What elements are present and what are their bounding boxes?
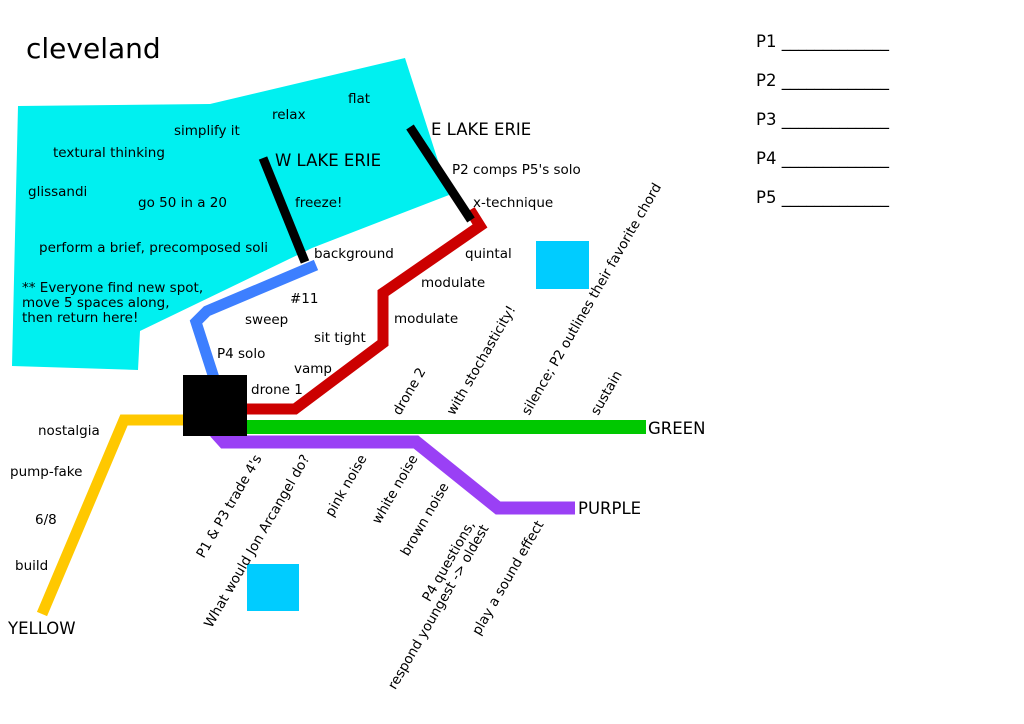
- central-hub-station: [183, 375, 247, 436]
- stop-sustain: sustain: [588, 368, 626, 418]
- stop-glissandi: glissandi: [28, 184, 87, 200]
- stop-relax: relax: [272, 107, 306, 123]
- stop-drone-1: drone 1: [251, 382, 303, 398]
- stop-6-8: 6/8: [35, 512, 57, 528]
- stop-everyone-3: then return here!: [22, 310, 138, 326]
- w-lake-erie-label: W LAKE ERIE: [275, 151, 381, 170]
- lake-erie-region: [12, 58, 449, 370]
- stop-perform: perform a brief, precomposed soli: [39, 240, 268, 256]
- stop-everyone-2: move 5 spaces along,: [22, 295, 170, 311]
- stop-pump-fake: pump-fake: [10, 464, 82, 480]
- stop-simplify: simplify it: [174, 123, 240, 139]
- purple-line: [210, 427, 575, 515]
- e-lake-erie-label: E LAKE ERIE: [431, 120, 531, 139]
- stop-textural: textural thinking: [53, 145, 165, 161]
- yellow-line-label: YELLOW: [7, 619, 76, 638]
- stop-p2-comps: P2 comps P5's solo: [452, 162, 581, 178]
- stop-quintal: quintal: [465, 246, 512, 262]
- green-line-label: GREEN: [648, 419, 705, 438]
- stop-go50: go 50 in a 20: [138, 195, 227, 211]
- player-line-4: P4 _____________: [756, 149, 890, 169]
- cyan-square-upper: [536, 241, 589, 289]
- stop-brown-noise: brown noise: [398, 480, 453, 559]
- stop-drone-2: drone 2: [390, 365, 430, 418]
- w-lake-erie-line: [258, 156, 310, 264]
- player-line-3: P3 _____________: [756, 110, 890, 130]
- stop-x-technique: x-technique: [473, 195, 553, 211]
- stop-nostalgia: nostalgia: [38, 423, 100, 439]
- stop-p4-solo: P4 solo: [217, 346, 265, 362]
- stop-sit-tight: sit tight: [314, 330, 366, 346]
- stop-sweep: sweep: [245, 312, 288, 328]
- stop-modulate-1: modulate: [421, 275, 485, 291]
- blue-line: [189, 259, 319, 380]
- purple-line-label: PURPLE: [578, 499, 641, 518]
- player-line-1: P1 _____________: [756, 32, 890, 52]
- e-lake-erie-line: [406, 124, 475, 223]
- red-line: [240, 207, 488, 415]
- cyan-square-lower: [247, 564, 299, 611]
- stop-silence: silence; P2 outlines their favorite chor…: [519, 180, 665, 418]
- stop-vamp: vamp: [294, 361, 332, 377]
- yellow-line: [36, 414, 190, 617]
- stop-background: background: [314, 246, 394, 262]
- stop-11: #11: [290, 291, 319, 307]
- player-line-2: P2 _____________: [756, 71, 890, 91]
- player-line-5: P5 _____________: [756, 188, 890, 208]
- stop-build: build: [15, 558, 48, 574]
- stop-white-noise: white noise: [369, 452, 421, 527]
- stop-pink-noise: pink noise: [322, 452, 370, 520]
- stop-everyone-1: ** Everyone find new spot,: [22, 280, 203, 296]
- stop-freeze: freeze!: [295, 195, 342, 211]
- map-title: cleveland: [26, 32, 161, 65]
- stop-flat: flat: [348, 91, 370, 107]
- stop-modulate-2: modulate: [394, 311, 458, 327]
